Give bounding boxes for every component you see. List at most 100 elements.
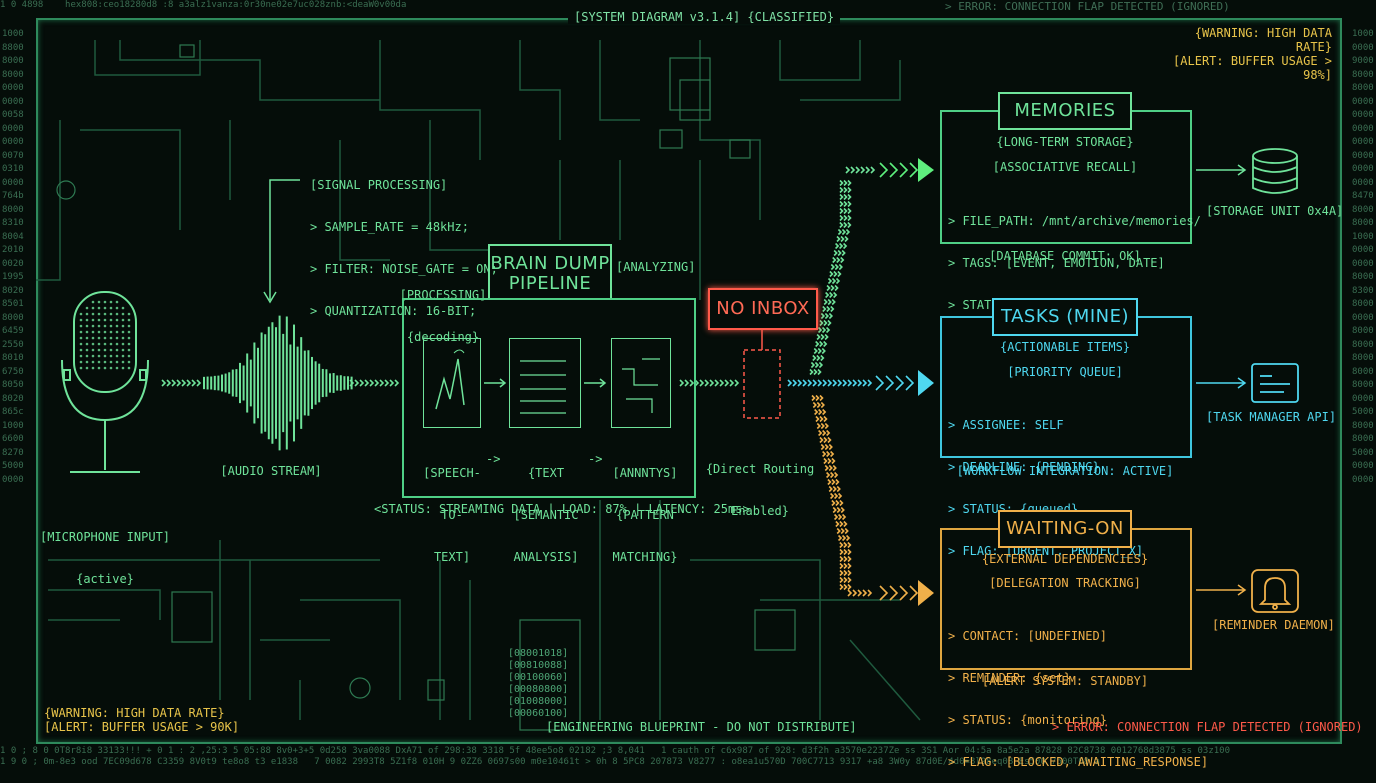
flow-chevron — [831, 499, 836, 507]
pipeline-title-line: BRAIN DUMP — [490, 253, 610, 274]
flow-chevron — [865, 166, 871, 174]
audio-stream-label: [AUDIO STREAM] — [220, 464, 322, 478]
hex-value: 0058 — [2, 110, 24, 120]
bottom-data-strip-1: 1 0 ; 8 0 0T8r8i8 33133!!! + 0 1 : 2 ,25… — [0, 746, 1230, 756]
waiting-line: > CONTACT: [UNDEFINED] — [948, 629, 1107, 643]
microphone-status: {active} — [76, 572, 134, 586]
flow-chevron — [843, 569, 848, 577]
task-manager-label: [TASK MANAGER API] — [1206, 410, 1337, 424]
audio-waveform — [203, 315, 353, 451]
flow-chevron — [841, 228, 847, 236]
memories-title: MEMORIES — [1014, 100, 1116, 121]
hex-value: 0000 — [2, 474, 24, 485]
reminder-daemon-label: [REMINDER DAEMON] — [1212, 618, 1335, 632]
step-pattern-matching: [ANNNTYS] {PATTERN MATCHING} — [606, 438, 684, 578]
flow-chevron — [812, 354, 817, 362]
flow-chevron — [802, 379, 808, 387]
hex-value: 8000 — [1352, 326, 1374, 336]
flow-chevron — [819, 340, 824, 348]
flow-chevron — [831, 298, 836, 306]
flow-chevron — [839, 200, 844, 208]
flow-chevron — [824, 464, 829, 472]
tasks-subtitle2: [PRIORITY QUEUE] — [1007, 365, 1123, 379]
step-line: [ANNNTYS] — [612, 466, 678, 480]
step-arrow: -> — [486, 452, 501, 466]
step-line: ANALYSIS] — [513, 550, 579, 564]
flow-chevron — [813, 347, 818, 355]
flow-chevron — [879, 585, 889, 601]
alert-line: [ALERT: BUFFER USAGE > 98%] — [1173, 54, 1332, 82]
hex-value: 8300 — [1352, 285, 1374, 296]
flow-chevron — [847, 193, 852, 201]
flow-chevron — [899, 585, 909, 601]
flow-chevron — [839, 583, 844, 591]
hex-value: 6750 — [2, 366, 24, 377]
diagram-title: [SYSTEM DIAGRAM v3.1.4] {CLASSIFIED} — [568, 10, 841, 24]
hex-value: 8000 — [1352, 339, 1374, 350]
flow-chevron — [826, 450, 831, 458]
flow-chevron — [845, 166, 851, 174]
flow-chevron — [831, 277, 837, 285]
flow-chevron — [875, 375, 885, 391]
flow-chevron — [827, 436, 832, 444]
flow-chevron — [813, 368, 818, 376]
flow-chevron — [885, 375, 895, 391]
waiting-line: > STATUS: {monitoring} — [948, 713, 1107, 727]
flow-chevron — [836, 485, 841, 493]
flow-chevron — [161, 379, 167, 387]
flow-chevron — [839, 186, 844, 194]
flow-chevron — [841, 534, 847, 542]
flow-chevron — [384, 379, 390, 387]
flow-chevron — [845, 228, 851, 236]
flow-chevron — [830, 450, 835, 458]
flow-chevron — [837, 270, 842, 278]
flow-chevron — [699, 379, 705, 387]
step-arrow: -> — [588, 452, 603, 466]
hex-value: 1000 — [2, 420, 24, 431]
flow-chevron — [847, 214, 852, 222]
flow-chevron — [909, 162, 919, 178]
hex-value: 1000 — [1352, 231, 1374, 242]
flow-chevron — [832, 379, 838, 387]
microphone-icon — [61, 291, 149, 473]
hex-value: 2550 — [2, 339, 24, 350]
flow-chevron — [186, 379, 192, 387]
flow-chevron — [820, 401, 825, 409]
hex-value: 9000 — [1352, 56, 1374, 66]
caption-line: Enabled} — [731, 504, 789, 518]
flow-chevron — [822, 450, 827, 458]
flow-chevron — [847, 548, 852, 556]
microphone-title: [MICROPHONE INPUT] — [39, 530, 171, 544]
hex-value: 8050 — [2, 380, 24, 390]
step-line: TEXT] — [433, 550, 471, 564]
hex-value: 764b — [2, 191, 24, 201]
flow-chevron — [834, 492, 839, 500]
flow-chevron — [839, 214, 844, 222]
flow-chevron — [847, 583, 852, 591]
hex-value: 8000 — [1352, 299, 1374, 309]
signal-line: > FILTER: NOISE_GATE = ON; — [310, 262, 498, 276]
flow-chevron — [822, 379, 828, 387]
waiting-details: > CONTACT: [UNDEFINED] > REMINDER: {set}… — [948, 601, 1208, 783]
flow-chevron — [724, 379, 730, 387]
flow-chevron — [843, 221, 848, 229]
tasks-footer: [WORKFLOW INTEGRATION: ACTIVE] — [956, 464, 1174, 478]
flow-chevron — [837, 228, 843, 236]
hex-value: 2010 — [2, 245, 24, 255]
flow-chevron — [823, 415, 828, 423]
bottom-left-warning: {WARNING: HIGH DATA RATE} [ALERT: BUFFER… — [44, 706, 239, 734]
flow-chevron — [828, 464, 833, 472]
flow-chevron — [354, 379, 360, 387]
flow-chevron — [836, 235, 841, 243]
flow-chevron — [827, 457, 832, 465]
flow-chevron — [827, 277, 833, 285]
flow-chevron — [843, 193, 848, 201]
bell-icon — [1251, 569, 1299, 613]
flow-chevron — [832, 485, 837, 493]
flow-chevron — [843, 214, 848, 222]
flow-chevron — [827, 478, 832, 486]
memories-line: > FILE_PATH: /mnt/archive/memories/ — [948, 214, 1201, 228]
flow-chevron — [830, 263, 835, 271]
hex-value: 8020 — [2, 285, 24, 296]
